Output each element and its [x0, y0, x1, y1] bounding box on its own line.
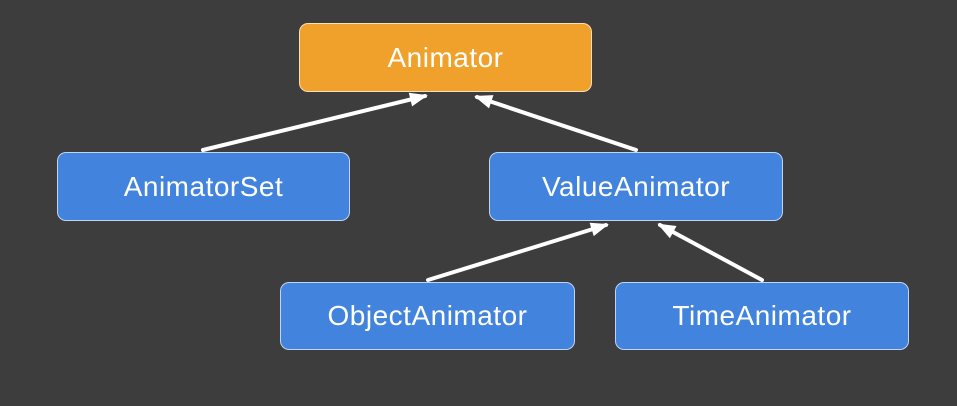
node-valueanimator: ValueAnimator [489, 152, 783, 221]
node-animatorset-label: AnimatorSet [123, 170, 284, 202]
edge-objectanimator-to-valueanimator [426, 222, 609, 282]
edge-animatorset-to-animator [201, 92, 428, 152]
edge-timeanimator-to-valueanimator [657, 223, 764, 282]
node-objectanimator: ObjectAnimator [280, 282, 575, 350]
node-timeanimator: TimeAnimator [615, 282, 909, 350]
node-timeanimator-label: TimeAnimator [672, 300, 852, 331]
node-valueanimator-label: ValueAnimator [541, 170, 731, 202]
edge-valueanimator-to-animator [474, 95, 638, 152]
node-objectanimator-label: ObjectAnimator [327, 300, 528, 331]
node-animatorset: AnimatorSet [57, 152, 350, 221]
node-animator: Animator [299, 23, 592, 92]
node-animator-label: Animator [387, 41, 504, 73]
